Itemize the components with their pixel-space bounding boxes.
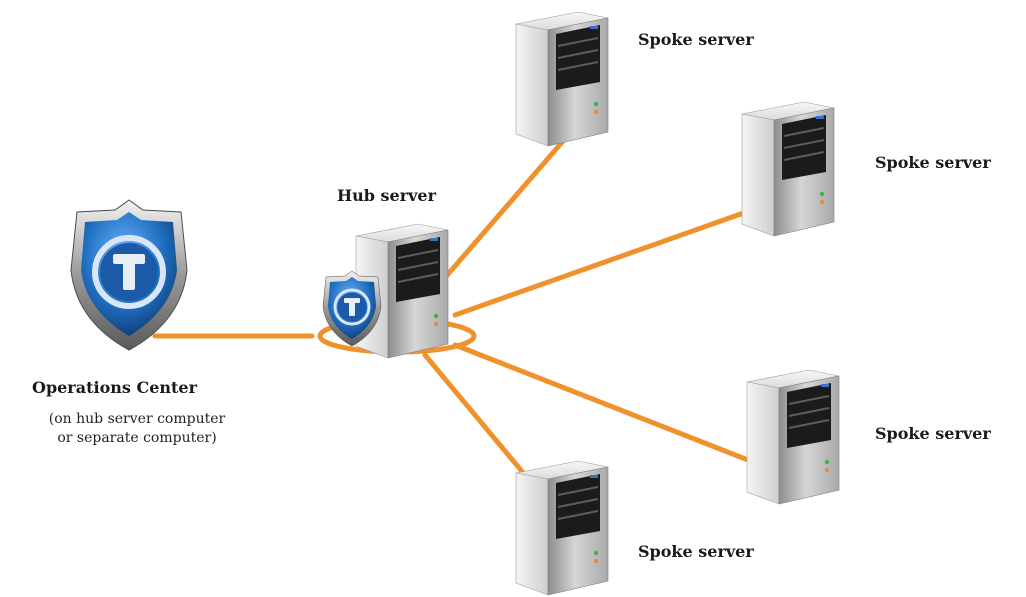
operations-center-note-line2: or separate computer) [57, 430, 217, 446]
spoke-server-label-1: Spoke server [638, 30, 754, 49]
connector-hub-spoke-2 [452, 207, 755, 318]
connector-hub-spoke-3 [452, 342, 751, 463]
spoke-server-label-2: Spoke server [875, 153, 991, 172]
connector-hub-spoke-1 [427, 130, 573, 298]
spoke-server-label-4: Spoke server [638, 542, 754, 561]
operations-center-shield-icon [71, 200, 187, 350]
spoke-server-icon-3 [746, 369, 840, 505]
spoke-server-icon-4 [515, 460, 609, 596]
spoke-server-label-3: Spoke server [875, 424, 991, 443]
operations-center-label: Operations Center [32, 378, 197, 397]
hub-server-label: Hub server [337, 186, 437, 205]
spoke-server-icon-1 [515, 11, 609, 147]
operations-center-note-line1: (on hub server computer [48, 411, 226, 427]
connector-hub-spoke-4 [422, 352, 528, 478]
spoke-server-icon-2 [741, 101, 835, 237]
connector-lines [152, 130, 755, 478]
